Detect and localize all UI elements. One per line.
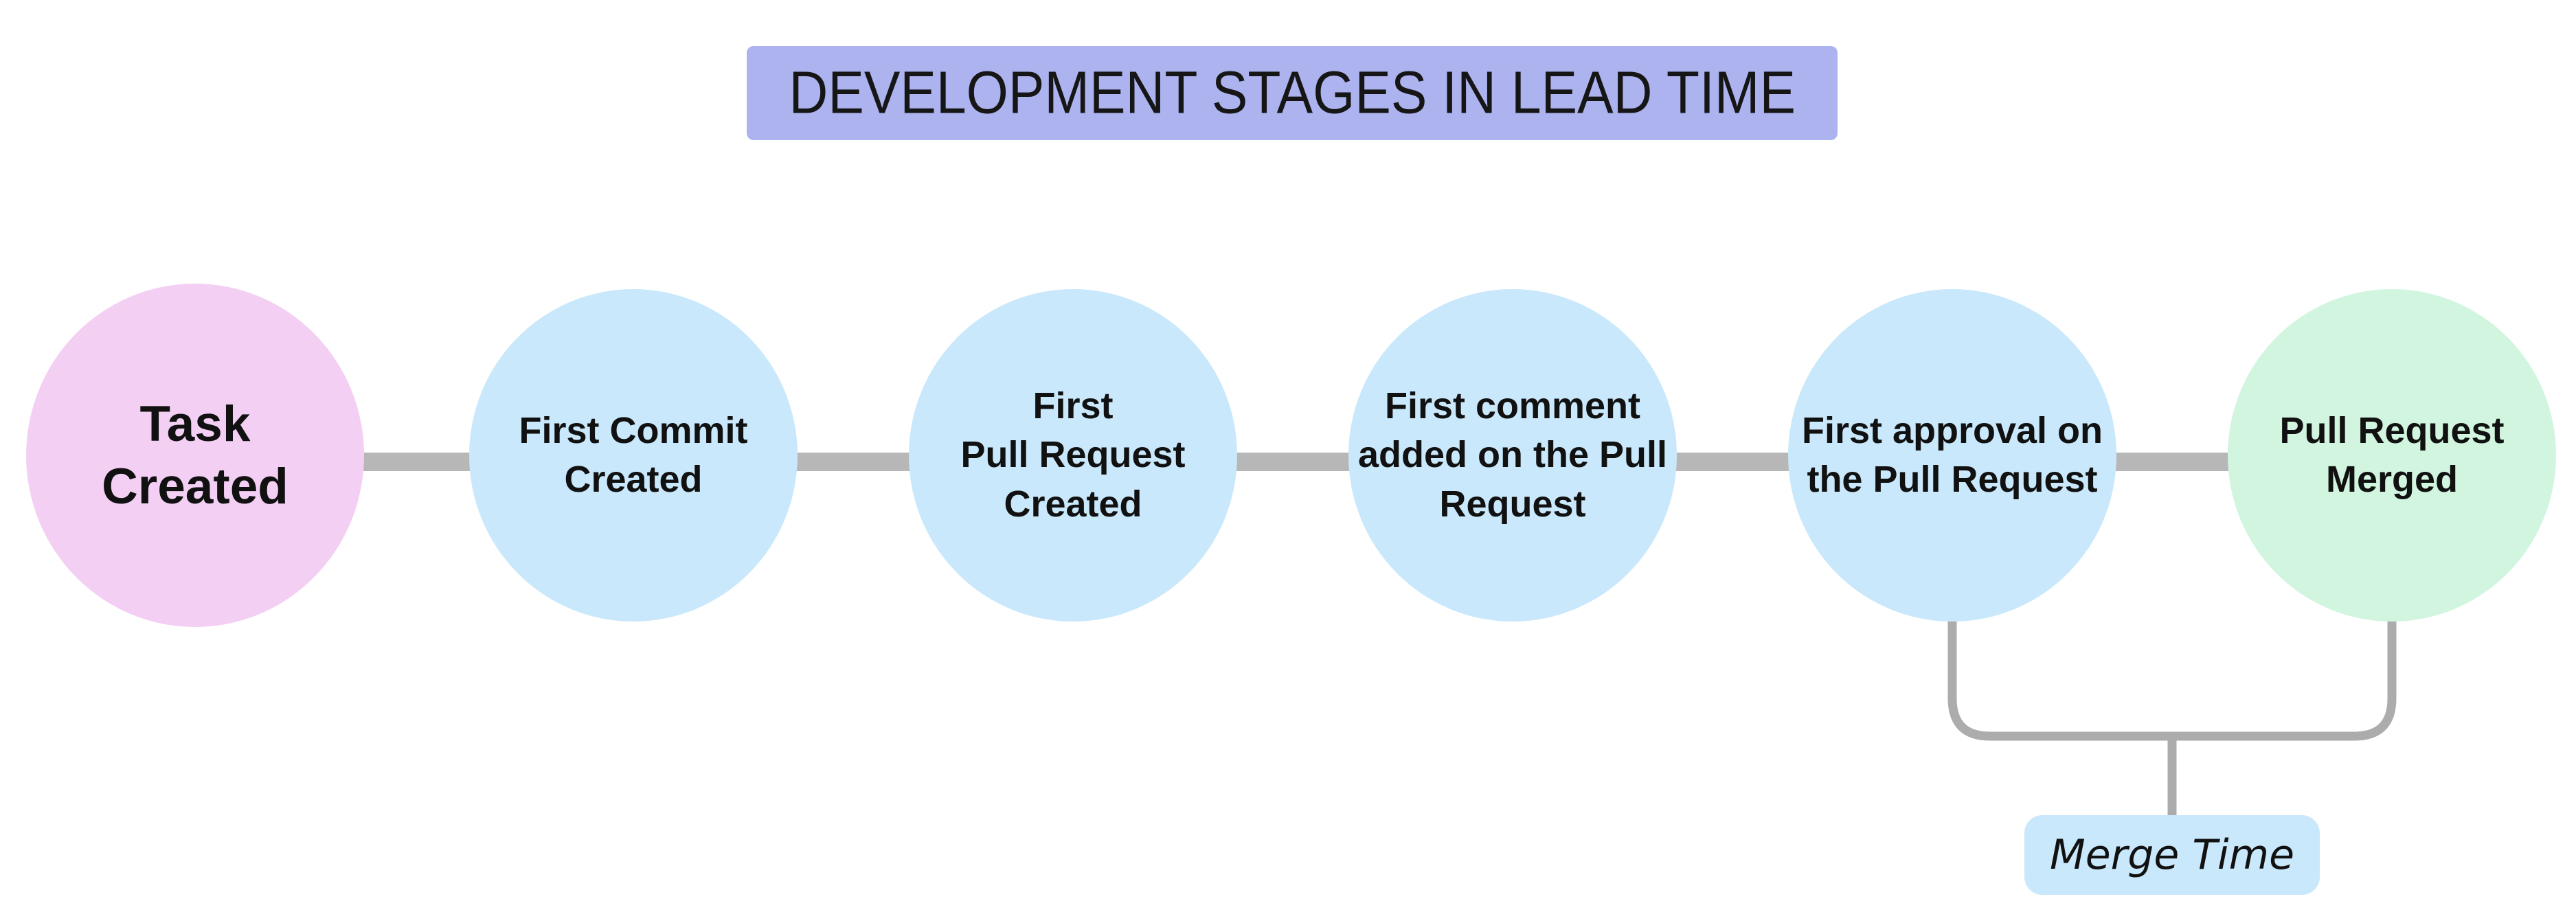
title-banner: DEVELOPMENT STAGES IN LEAD TIME: [747, 46, 1838, 140]
stage-circle-first-pull-request-created: First Pull Request Created: [909, 289, 1237, 622]
bracket-curve: [1947, 610, 2397, 741]
stage-label: Pull Request Merged: [2279, 409, 2505, 500]
merge-time-badge: Merge Time: [2024, 815, 2320, 895]
stage-label: First Commit Created: [519, 409, 748, 500]
stage-label: Task Created: [102, 396, 289, 514]
stage-circle-first-comment-added: First comment added on the Pull Request: [1348, 289, 1677, 622]
stage-circle-first-commit-created: First Commit Created: [469, 289, 798, 622]
merge-time-label: Merge Time: [2049, 831, 2295, 879]
stage-circle-task-created: Task Created: [26, 284, 364, 627]
page-title: DEVELOPMENT STAGES IN LEAD TIME: [789, 59, 1796, 126]
stage-label: First Pull Request Created: [960, 385, 1186, 525]
stage-circle-first-approval: First approval on the Pull Request: [1788, 289, 2116, 622]
stage-circle-pull-request-merged: Pull Request Merged: [2228, 289, 2556, 622]
stage-label: First approval on the Pull Request: [1801, 409, 2103, 500]
stage-label: First comment added on the Pull Request: [1357, 385, 1667, 525]
